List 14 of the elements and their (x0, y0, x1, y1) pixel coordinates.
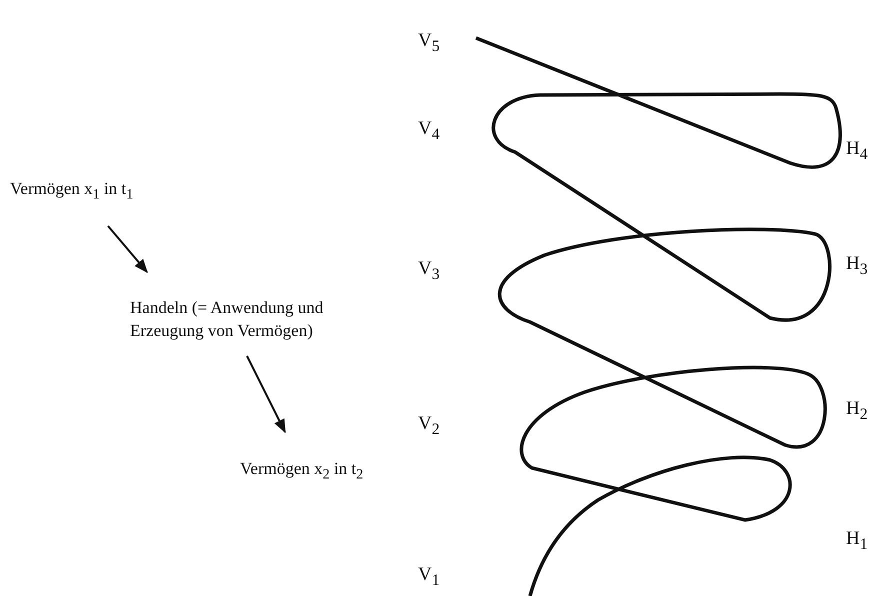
point-label: V$_{2}$ (418, 413, 440, 439)
point-label: V$_{1}$ (418, 564, 440, 590)
point-label: H$_{1}$ (846, 528, 868, 554)
text-label: Vermögen x$_{2}$ in t$_{2}$ (240, 457, 420, 486)
text-label: Vermögen x$_{1}$ in t$_{1}$ (10, 177, 190, 206)
point-label: H$_{3}$ (846, 253, 868, 279)
point-label: H$_{4}$ (846, 138, 868, 164)
text-label: Handeln (= Anwendung und Erzeugung von Vermögen) (130, 296, 340, 342)
point-label: H$_{2}$ (846, 398, 868, 424)
point-label: V$_{3}$ (418, 258, 440, 284)
point-label: V$_{5}$ (418, 30, 440, 56)
point-label: V$_{4}$ (418, 118, 440, 144)
arrow (107, 225, 148, 274)
arrow (246, 356, 286, 434)
